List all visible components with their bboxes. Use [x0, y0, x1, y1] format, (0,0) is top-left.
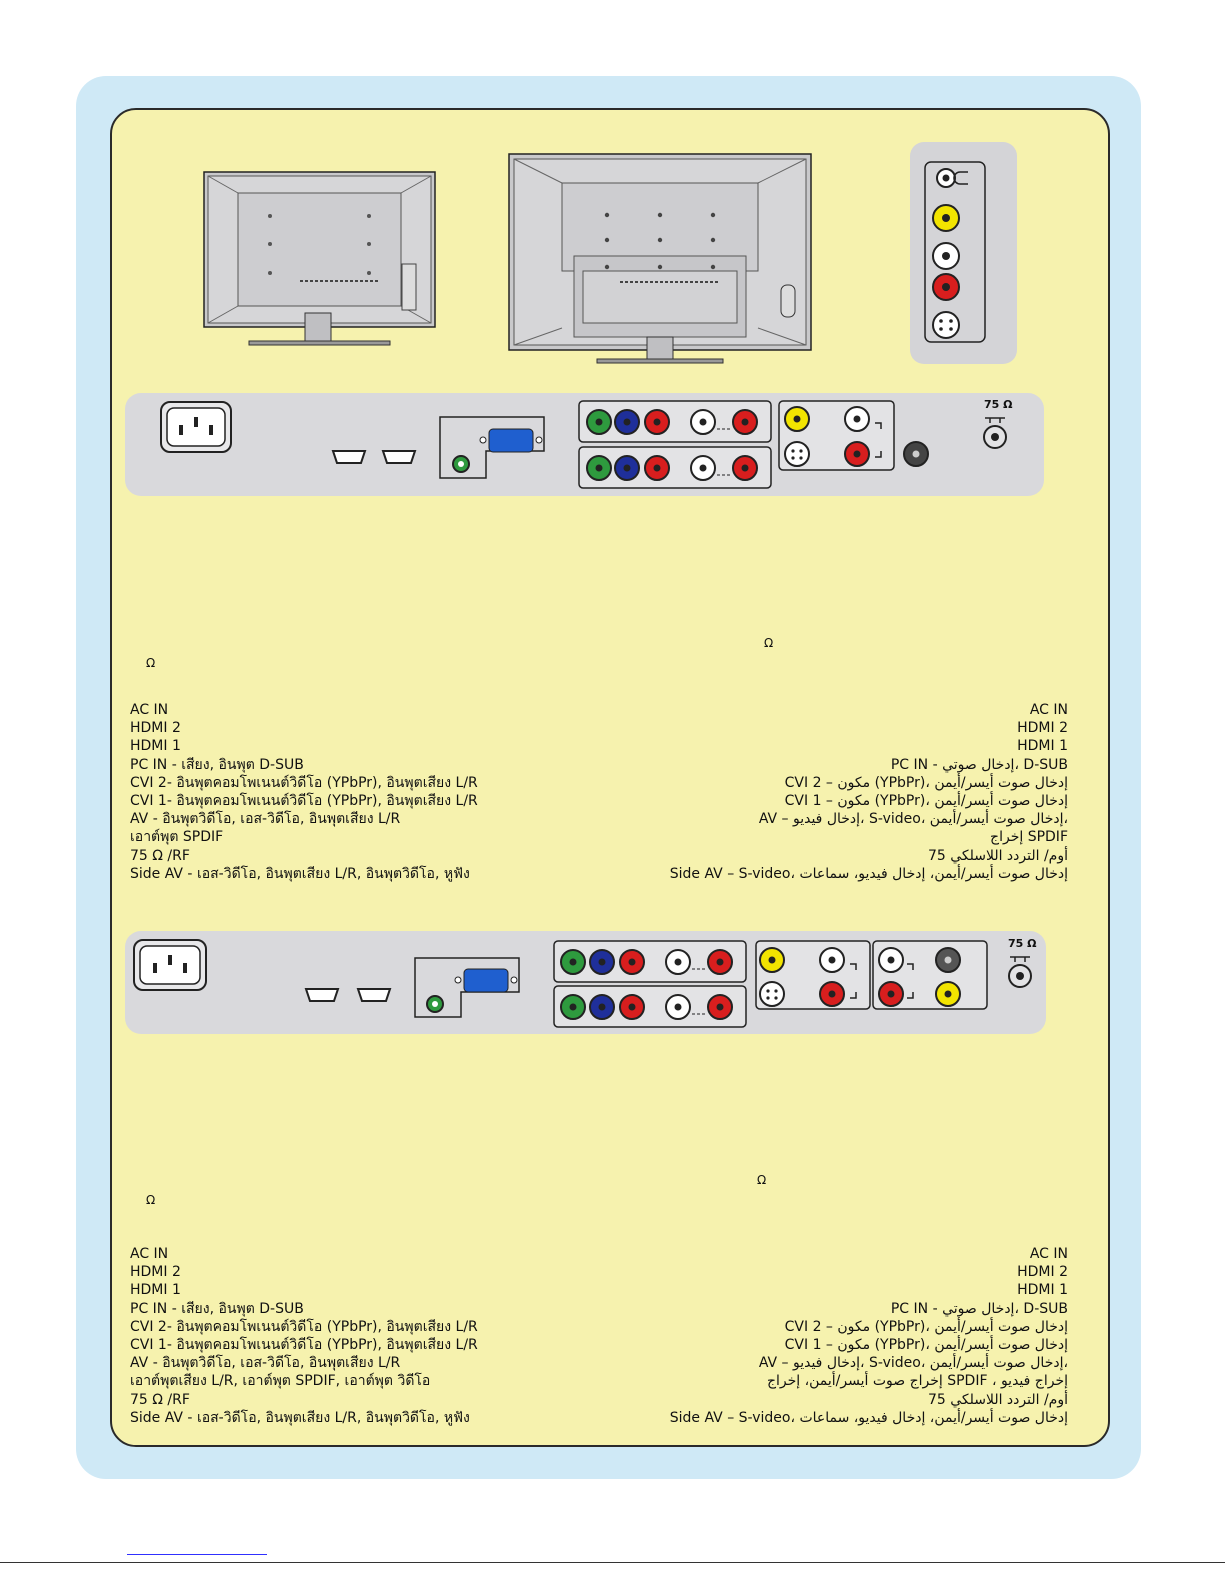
list-item: PC IN - เสียง, อินพุต D-SUB	[130, 756, 304, 773]
omega-symbol-1b: Ω	[146, 656, 156, 670]
footer-link-underline	[127, 1554, 267, 1555]
large-tv-back-image	[508, 153, 812, 364]
list-item: AV – إدخال فيديو، S-video، إدخال صوت أيس…	[758, 811, 1068, 828]
small-tv-back-image	[203, 171, 436, 346]
connector-panel-1	[125, 393, 1044, 496]
connector-panel-2-graphic	[133, 939, 1032, 1028]
list-item: CVI 1- อินพุตคอมโพเนนต์วิดีโอ (YPbPr), อ…	[130, 792, 478, 809]
list-item: AC IN	[130, 702, 169, 718]
arabic-connector-list-2: AC IN HDMI 2 HDMI 1 PC IN - إدخال صوتي، …	[670, 1245, 1068, 1427]
page-bottom-rule	[0, 1562, 1225, 1563]
list-item: AV - อินพุตวิดีโอ, เอส-วิดีโอ, อินพุตเสี…	[130, 1355, 401, 1372]
connector-panel-1-graphic	[160, 400, 1007, 489]
list-item: HDMI 1	[130, 738, 181, 755]
list-item: إخراج SPDIF	[990, 829, 1068, 846]
list-item: CVI 2 – مكون (YPbPr)، إدخال صوت أيسر/أيم…	[784, 774, 1068, 791]
list-item: CVI 1 – مكون (YPbPr)، إدخال صوت أيسر/أيم…	[784, 1336, 1068, 1353]
list-item: CVI 2- อินพุตคอมโพเนนต์วิดีโอ (YPbPr), อ…	[130, 1318, 478, 1335]
list-item: AV – إدخال فيديو، S-video، إدخال صوت أيس…	[758, 1355, 1068, 1372]
rf-label-2: 75 Ω	[1008, 937, 1037, 950]
list-item: HDMI 1	[1017, 1282, 1068, 1299]
list-item: Side AV - เอส-วิดีโอ, อินพุตเสียง L/R, อ…	[130, 865, 470, 882]
connector-panel-2	[125, 931, 1046, 1034]
list-item: HDMI 2	[130, 1264, 181, 1281]
list-item: PC IN - เสียง, อินพุต D-SUB	[130, 1300, 304, 1317]
list-item: 75 Ω /RF	[130, 1391, 190, 1408]
omega-symbol-2b: Ω	[146, 1193, 156, 1207]
list-item: CVI 2 – مكون (YPbPr)، إدخال صوت أيسر/أيم…	[784, 1318, 1068, 1335]
list-item: เอาต์พุต SPDIF	[130, 829, 224, 846]
omega-symbol-2a: Ω	[757, 1173, 767, 1187]
list-item: Side AV – S-video، إدخال صوت أيسر/أيمن، …	[669, 865, 1068, 882]
list-item: 75 أوم/ التردد اللاسلكي	[927, 847, 1068, 864]
list-item: AV - อินพุตวิดีโอ, เอส-วิดีโอ, อินพุตเสี…	[130, 811, 401, 828]
list-item: AC IN	[1029, 702, 1068, 718]
side-av-panel-image	[910, 142, 1017, 364]
tv-back-illustrations	[203, 142, 1017, 364]
thai-connector-list-1: AC IN HDMI 2 HDMI 1 PC IN - เสียง, อินพุ…	[130, 701, 478, 883]
thai-connector-list-2: AC IN HDMI 2 HDMI 1 PC IN - เสียง, อินพุ…	[130, 1245, 478, 1427]
list-item: AC IN	[130, 1246, 169, 1262]
arabic-connector-list-1: AC IN HDMI 2 HDMI 1 PC IN - إدخال صوتي، …	[670, 701, 1068, 883]
list-item: CVI 1 – مكون (YPbPr)، إدخال صوت أيسر/أيم…	[784, 792, 1068, 809]
omega-symbol-1a: Ω	[764, 636, 774, 650]
list-item: HDMI 1	[130, 1282, 181, 1299]
list-item: เอาต์พุตเสียง L/R, เอาต์พุต SPDIF, เอาต์…	[130, 1373, 431, 1390]
list-item: PC IN - إدخال صوتي، D-SUB	[890, 1300, 1068, 1317]
list-item: PC IN - إدخال صوتي، D-SUB	[890, 756, 1068, 773]
list-item: إخراج صوت أيسر/أيمن، إخراج SPDIF ، إخراج…	[766, 1373, 1068, 1390]
list-item: Side AV – S-video، إدخال صوت أيسر/أيمن، …	[669, 1409, 1068, 1426]
list-item: 75 Ω /RF	[130, 847, 190, 864]
list-item: HDMI 2	[1017, 1264, 1068, 1281]
list-item: HDMI 1	[1017, 738, 1068, 755]
list-item: Side AV - เอส-วิดีโอ, อินพุตเสียง L/R, อ…	[130, 1409, 470, 1426]
list-item: CVI 2- อินพุตคอมโพเนนต์วิดีโอ (YPbPr), อ…	[130, 774, 478, 791]
list-item: 75 أوم/ التردد اللاسلكي	[927, 1391, 1068, 1408]
list-item: HDMI 2	[1017, 720, 1068, 737]
list-item: HDMI 2	[130, 720, 181, 737]
list-item: CVI 1- อินพุตคอมโพเนนต์วิดีโอ (YPbPr), อ…	[130, 1336, 478, 1353]
list-item: AC IN	[1029, 1246, 1068, 1262]
rf-label-1: 75 Ω	[984, 398, 1013, 411]
